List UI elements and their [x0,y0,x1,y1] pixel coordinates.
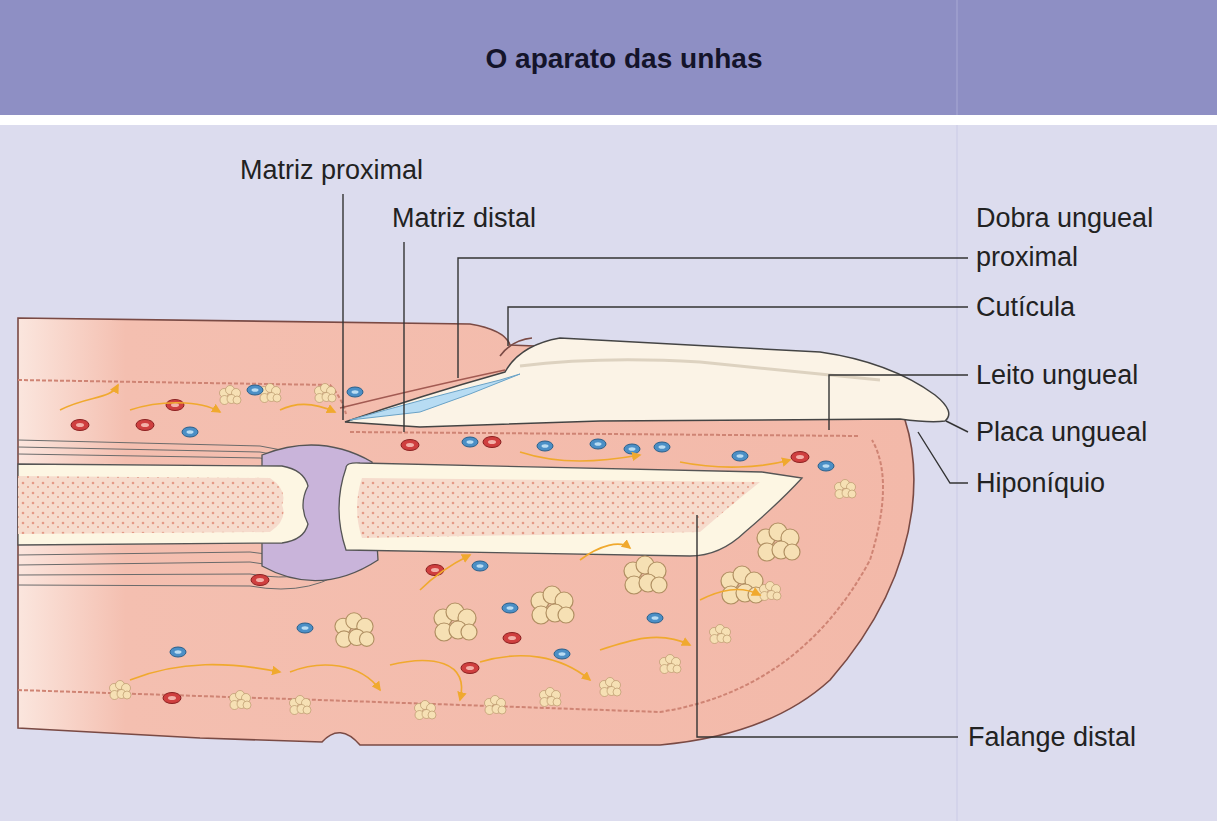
part-label: Matriz distal [392,199,536,238]
part-label: Falange distal [968,718,1136,757]
part-label: Placa ungueal [976,413,1147,452]
part-label: Hiponíquio [976,464,1105,503]
part-label: Leito ungueal [976,356,1138,395]
part-label: Cutícula [976,288,1075,327]
part-label: Matriz proximal [240,151,423,190]
part-label: Dobra ungueal proximal [976,199,1208,277]
diagram-title: O aparato das unhas [400,40,848,78]
